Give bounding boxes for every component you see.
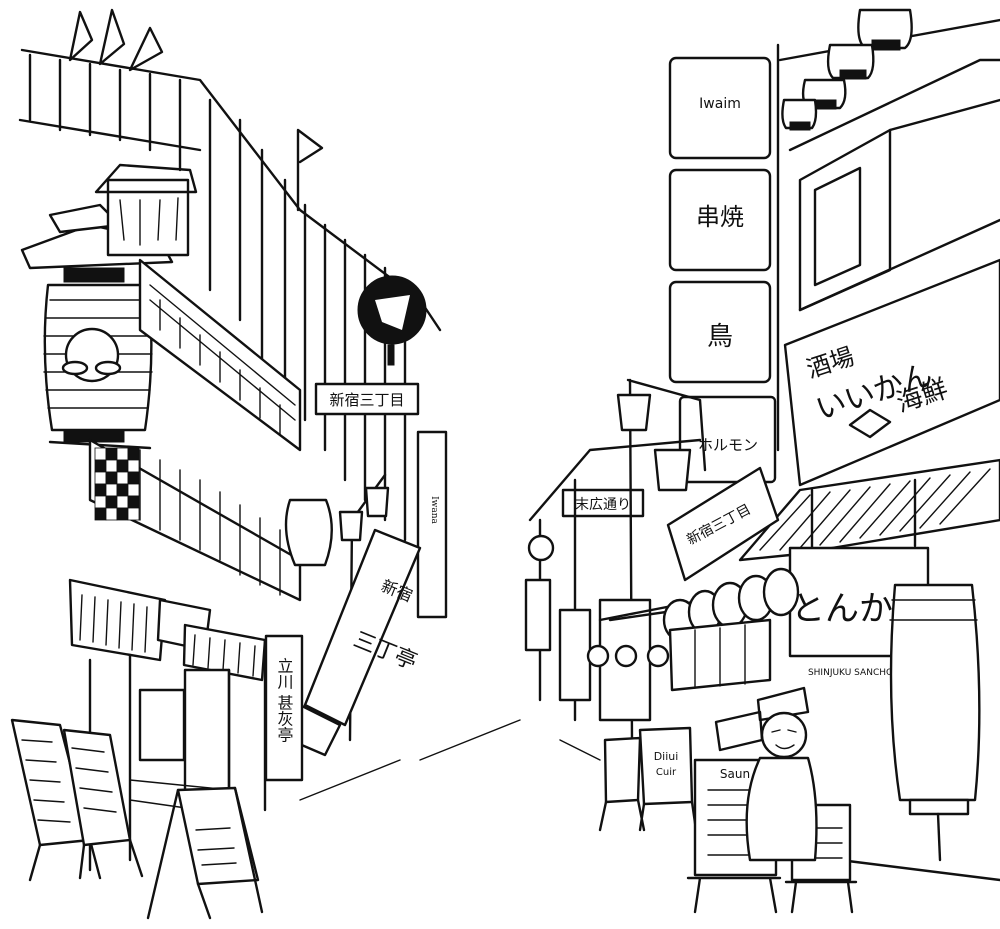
noren-curtain: [668, 618, 772, 692]
checker-cell: [127, 495, 140, 509]
checker-cell: [127, 447, 140, 461]
checker-cell: [116, 495, 129, 509]
checker-cell: [105, 507, 118, 521]
svg-text:Diiui: Diiui: [654, 750, 679, 763]
motsu-label: ホルモン: [698, 436, 758, 454]
sakaba-kaisen-sign: 酒場 いいかん 海鮮: [783, 258, 1000, 487]
checker-cell: [116, 459, 129, 473]
lantern-row: [586, 567, 800, 668]
checker-cell: [127, 483, 140, 497]
checker-cell: [94, 459, 107, 473]
checker-cell: [127, 471, 140, 485]
left-eaves: [88, 258, 302, 602]
shrine-roof-sign: [20, 163, 198, 270]
chef-figure: [714, 686, 818, 862]
top-right-lanterns: [778, 8, 1000, 131]
checker-cell: [105, 495, 118, 509]
round-emblem-sign: [357, 275, 427, 366]
checker-cell: [116, 447, 129, 461]
checker-cell: [105, 459, 118, 473]
svg-text:Saun: Saun: [720, 767, 750, 781]
tonkatsu-caption: SHINJUKU SANCHO-ME: [808, 668, 910, 678]
checker-cell: [94, 483, 107, 497]
vertical-shop-sign: 立川 甚灰亭: [264, 634, 304, 782]
checker-cell: [94, 447, 107, 461]
right-cylinder-lantern: [838, 583, 1000, 882]
kushiyaki-label: 串焼: [696, 203, 744, 231]
left-menu-stands: [10, 718, 264, 920]
checker-cell: [105, 471, 118, 485]
right-street-lamp: [616, 378, 707, 492]
checker-cell: [116, 483, 129, 497]
checker-cell: [94, 471, 107, 485]
svg-text:Cuir: Cuir: [656, 767, 677, 778]
checker-cell: [105, 447, 118, 461]
checker-cell: [127, 507, 140, 521]
checker-cell: [94, 495, 107, 509]
left-hanging-menus: [68, 578, 267, 682]
svg-text:Iwana: Iwana: [429, 496, 439, 524]
suehiro-dori-label: 末広通り: [575, 497, 631, 513]
checker-cell: [116, 507, 129, 521]
shinjuku-sanchome-label: 新宿三丁目: [329, 391, 404, 409]
right-awning: [738, 458, 1000, 562]
checker-cell: [116, 471, 129, 485]
right-vertical-signboard-pole: Iwaim 串焼 鳥 ホルモン: [668, 43, 780, 484]
checkered-panel: [94, 447, 140, 521]
ground-lines: [299, 719, 601, 801]
checker-cell: [127, 459, 140, 473]
paper-lantern-large: [43, 267, 153, 450]
shinjuku-sanchome-sign: 新宿三丁目: [314, 382, 420, 416]
checker-cell: [94, 507, 107, 521]
checker-cell: [105, 483, 118, 497]
right-building-facade: [788, 58, 1000, 312]
svg-text:Iwaim: Iwaim: [699, 96, 741, 112]
suehiro-dori-sign: 末広通り: [561, 378, 645, 742]
tall-vertical-sign: Iwana: [416, 430, 448, 619]
vertical-shop-label: 立川 甚灰亭: [275, 657, 294, 742]
right-diagonal-sign: 新宿三丁目: [666, 466, 780, 582]
torimotsu-label: 鳥: [707, 322, 733, 352]
